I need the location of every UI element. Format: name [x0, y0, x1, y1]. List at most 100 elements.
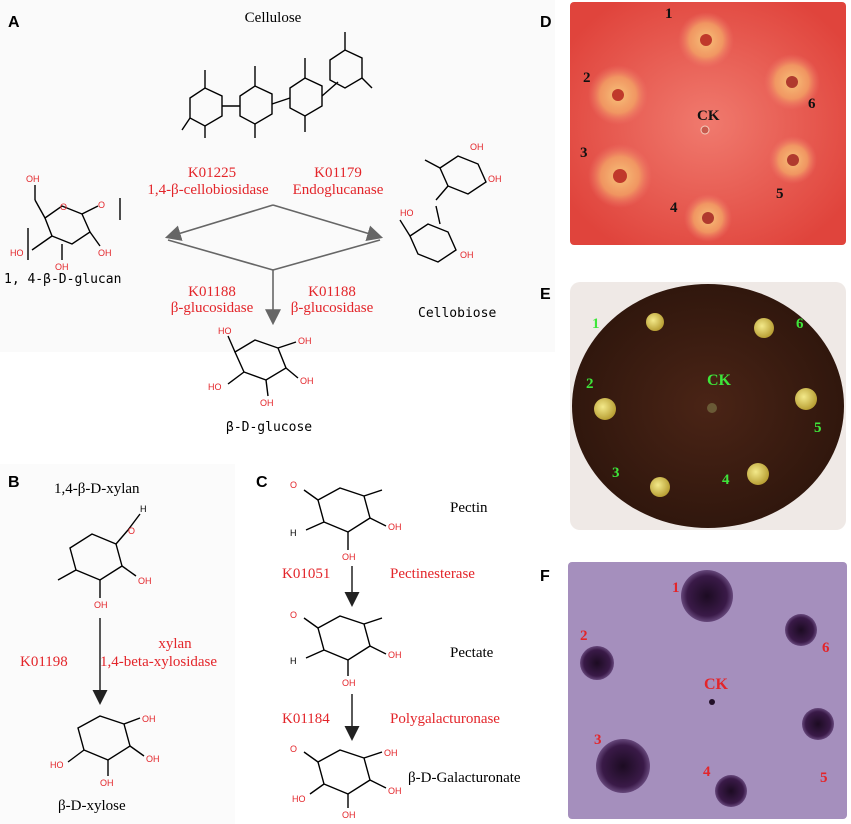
enzyme-xylosidase-name: 1,4-beta-xylosidase — [100, 654, 218, 670]
panel-label-c: C — [256, 474, 268, 491]
glucan-oh-label: OH — [26, 174, 40, 184]
enzyme-k01051-code: K01051 — [282, 566, 331, 582]
xylose-label: β-D-xylose — [58, 798, 126, 814]
xylose-oh2: OH — [146, 754, 160, 764]
galacturonate-oh3: OH — [342, 810, 356, 820]
enzyme-endoglucanase-name: Endoglucanase — [292, 182, 384, 198]
glucan-o2-label: O — [98, 200, 105, 210]
pectate-h: H — [290, 656, 297, 666]
panel-label-b: B — [8, 474, 20, 491]
plate-e-label-5: 5 — [814, 420, 822, 436]
xylan-label: 1,4-β-D-xylan — [54, 481, 140, 497]
panel-label-d: D — [540, 14, 552, 31]
cellobiose-label: Cellobiose — [418, 306, 497, 321]
pectin-structure — [303, 487, 387, 550]
enzyme-xylan-name-line1: xylan — [158, 636, 192, 652]
galacturonate-label: β-D-Galacturonate — [408, 770, 521, 786]
enzyme-k01198-code: K01198 — [20, 654, 68, 670]
xylan-o: O — [128, 526, 135, 536]
enzyme-cellobiosidase-name: 1,4-β-cellobiosidase — [147, 182, 269, 198]
plate-d-label-1: 1 — [665, 6, 673, 22]
galacturonate-oh2: OH — [388, 786, 402, 796]
pectate-structure — [303, 615, 387, 676]
glucose-label: β-D-glucose — [226, 420, 313, 435]
pectin-label: Pectin — [450, 500, 488, 516]
enzyme-glucosidase-left-name: β-glucosidase — [170, 300, 254, 316]
glucan-oh3-label: OH — [98, 248, 112, 258]
enzyme-pectinesterase-name: Pectinesterase — [390, 566, 475, 582]
plate-e-colonies — [594, 313, 817, 497]
pectate-oh2: OH — [342, 678, 356, 688]
plate-d-control-label: CK — [697, 108, 720, 124]
glucose-structure — [227, 335, 299, 397]
galacturonate-ho: HO — [292, 794, 306, 804]
xylan-oh1: OH — [138, 576, 152, 586]
panel-b-background — [0, 464, 235, 824]
pectin-oh1: OH — [388, 522, 402, 532]
pectin-o: O — [290, 480, 297, 490]
enzyme-k01179-code: K01179 — [314, 165, 362, 181]
pectin-oh2: OH — [342, 552, 356, 562]
glucan-oh2-label: OH — [55, 262, 69, 272]
plate-e-label-2: 2 — [586, 376, 594, 392]
plate-d-label-6: 6 — [808, 96, 816, 112]
glucose-ho2: HO — [208, 382, 222, 392]
enzyme-k01188-right-code: K01188 — [308, 284, 356, 300]
xylose-oh1: OH — [142, 714, 156, 724]
cellulose-structure — [181, 32, 373, 138]
cellobiose-structure — [399, 155, 487, 263]
plate-f-label-3: 3 — [594, 732, 602, 748]
pectin-h: H — [290, 528, 297, 538]
plate-f-label-5: 5 — [820, 770, 828, 786]
xylan-oh2: OH — [94, 600, 108, 610]
plate-d-label-4: 4 — [670, 200, 678, 216]
plate-d-label-3: 3 — [580, 145, 588, 161]
pectate-oh1: OH — [388, 650, 402, 660]
xylan-h: H — [140, 504, 147, 514]
enzyme-k01188-left-code: K01188 — [188, 284, 236, 300]
cellobiose-oh3: OH — [460, 250, 474, 260]
plate-e-label-3: 3 — [612, 465, 620, 481]
pectate-o: O — [290, 610, 297, 620]
plate-d-label-2: 2 — [583, 70, 591, 86]
panel-a-arrows — [164, 204, 384, 326]
xylose-oh3: OH — [100, 778, 114, 788]
cellulose-title: Cellulose — [244, 10, 302, 26]
glucose-oh3: OH — [260, 398, 274, 408]
plate-d-colonies — [588, 12, 820, 242]
galacturonate-oh1: OH — [384, 748, 398, 758]
plate-e-label-1: 1 — [592, 316, 600, 332]
glucose-oh2: OH — [300, 376, 314, 386]
panel-label-e: E — [540, 286, 551, 303]
plate-e-label-4: 4 — [722, 472, 730, 488]
glucan-ho-label: HO — [10, 248, 24, 258]
plate-f-label-1: 1 — [672, 580, 680, 596]
panel-label-f: F — [540, 568, 550, 585]
enzyme-k01184-code: K01184 — [282, 711, 330, 727]
panel-a-background — [0, 0, 555, 352]
cellobiose-oh1: OH — [470, 142, 484, 152]
plate-f-label-2: 2 — [580, 628, 588, 644]
enzyme-polygalacturonase-name: Polygalacturonase — [390, 711, 500, 727]
pectate-label: Pectate — [450, 645, 494, 661]
plate-f-colonies — [580, 570, 834, 807]
cellobiose-ho: HO — [400, 208, 414, 218]
plate-e-label-6: 6 — [796, 316, 804, 332]
plate-f-label-6: 6 — [822, 640, 830, 656]
plate-f-control-label: CK — [704, 676, 728, 693]
plate-d-label-5: 5 — [776, 186, 784, 202]
glucan-label: 1, 4-β-D-glucan — [4, 272, 122, 287]
xylose-structure — [67, 715, 145, 776]
xylose-ho: HO — [50, 760, 64, 770]
xylan-structure — [57, 513, 141, 598]
panel-label-a: A — [8, 14, 20, 31]
enzyme-k01225-code: K01225 — [187, 165, 237, 181]
galacturonate-structure — [303, 749, 387, 808]
plate-e-control-label: CK — [707, 372, 731, 389]
galacturonate-o: O — [290, 744, 297, 754]
glucose-oh1: OH — [298, 336, 312, 346]
enzyme-glucosidase-right-name: β-glucosidase — [290, 300, 374, 316]
plate-f-label-4: 4 — [703, 764, 711, 780]
glucan-o-label: O — [60, 202, 67, 212]
